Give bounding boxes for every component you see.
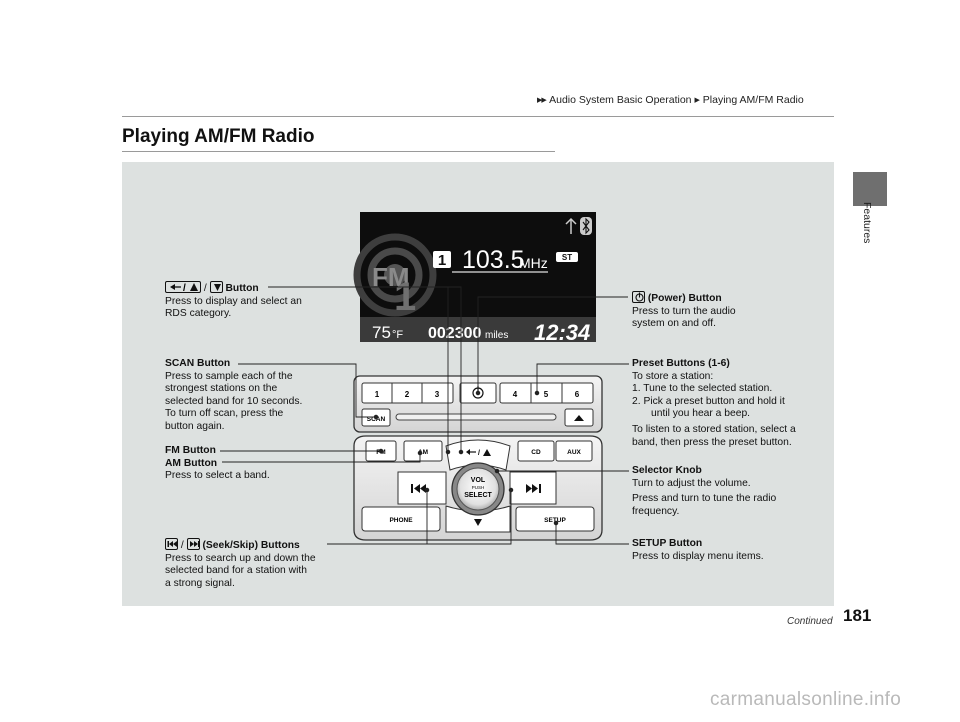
seek-back-button-icon — [165, 538, 178, 550]
back-rds-icon[interactable]: / — [466, 449, 491, 457]
leader-lines — [220, 286, 629, 545]
fm-am-desc: Press to select a band. — [165, 470, 270, 482]
annotation-fm-am-buttons: FM Button AM Button Press to select a ba… — [165, 445, 325, 483]
preset-button-5[interactable]: 5 — [544, 390, 549, 399]
annotation-rds-button: / / Button Press to display and select a… — [165, 281, 335, 321]
title-rule — [122, 151, 555, 152]
svg-text:/: / — [183, 283, 186, 293]
svg-text:/: / — [478, 450, 480, 457]
display-temp-unit: °F — [392, 329, 403, 341]
rds-separator: / — [203, 283, 207, 294]
seek-title: (Seek/Skip) Buttons — [202, 540, 300, 551]
continued-label: Continued — [787, 616, 833, 627]
usb-icon — [565, 217, 577, 234]
scan-button[interactable]: SCAN — [367, 416, 386, 423]
display-clock: 12:34 — [534, 320, 590, 345]
preset-title: Preset Buttons (1-6) — [632, 358, 730, 369]
display-band-number: 1 — [394, 275, 416, 319]
annotation-seek-buttons: / (Seek/Skip) Buttons Press to search up… — [165, 538, 345, 590]
display-stereo-badge: ST — [562, 253, 572, 262]
rds-desc-2: RDS category. — [165, 308, 232, 320]
annotation-scan-button: SCAN Button Press to sample each of the … — [165, 358, 345, 434]
preset-step-2-cont: until you hear a beep. — [651, 408, 751, 420]
section-tab[interactable] — [853, 172, 887, 206]
display-frequency-unit: MHz — [519, 255, 548, 271]
display-temp-value: 75 — [372, 323, 391, 342]
aux-button[interactable]: AUX — [567, 449, 581, 456]
preset-step-1: 1. Tune to the selected station. — [632, 383, 773, 395]
scan-desc-5: button again. — [165, 420, 225, 432]
setup-desc: Press to display menu items. — [632, 550, 764, 562]
knob-vol-label: VOL — [471, 477, 486, 484]
power-title: (Power) Button — [647, 293, 722, 304]
preset-intro: To store a station: — [632, 370, 714, 382]
seek-back-icon[interactable] — [411, 484, 426, 493]
setup-button[interactable]: SETUP — [544, 517, 566, 524]
annotation-power-button: (Power) Button Press to turn the audio s… — [632, 291, 792, 331]
rds-title: Button — [225, 283, 259, 294]
preset-button-3[interactable]: 3 — [435, 390, 440, 399]
setup-title: SETUP Button — [632, 538, 703, 549]
breadcrumb: ▶▶ Audio System Basic Operation ▶ Playin… — [537, 94, 804, 106]
breadcrumb-arrow-icon: ▶ — [694, 97, 699, 104]
phone-button[interactable]: PHONE — [389, 517, 413, 524]
page-number: 181 — [843, 606, 872, 625]
selector-desc-3: frequency. — [632, 505, 680, 517]
preset-button-4[interactable]: 4 — [513, 390, 518, 399]
annotation-setup-button: SETUP Button Press to display menu items… — [632, 538, 812, 563]
seek-forward-button-icon — [186, 538, 200, 550]
selector-title: Selector Knob — [632, 465, 702, 476]
back-rds-button-icon: / — [165, 281, 201, 293]
bluetooth-icon — [580, 217, 592, 235]
scan-desc-4: To turn off scan, press the — [165, 408, 284, 420]
am-title: AM Button — [165, 457, 218, 469]
seek-desc-1: Press to search up and down the — [165, 552, 316, 564]
eject-icon[interactable] — [574, 415, 584, 421]
breadcrumb-arrow-icon: ▶▶ — [537, 97, 547, 104]
scan-title: SCAN Button — [165, 358, 231, 369]
selector-desc-2: Press and turn to tune the radio — [632, 493, 777, 505]
preset-step-2: 2. Pick a preset button and hold it — [632, 395, 785, 407]
down-arrow-icon[interactable] — [474, 519, 482, 526]
breadcrumb-item-page[interactable]: Playing AM/FM Radio — [702, 94, 804, 106]
knob-select-label[interactable]: SELECT — [464, 492, 492, 499]
preset-outro-1: To listen to a stored station, select a — [632, 423, 796, 435]
header-rule — [122, 116, 834, 117]
knob-push-label: PUSH — [472, 485, 485, 490]
power-desc-1: Press to turn the audio — [632, 305, 736, 317]
display-preset: 1 — [438, 252, 446, 269]
watermark: carmanualsonline.info — [710, 689, 902, 710]
am-button[interactable]: AM — [418, 449, 428, 456]
down-button-icon — [209, 281, 223, 293]
rds-desc-1: Press to display and select an — [165, 295, 302, 307]
display-odometer: 002300 — [428, 325, 481, 342]
power-button-icon — [632, 291, 645, 303]
selector-desc-1: Turn to adjust the volume. — [632, 477, 751, 489]
page-title: Playing AM/FM Radio — [122, 126, 315, 147]
scan-desc-3: selected band for 10 seconds. — [165, 395, 303, 407]
power-desc-2: system on and off. — [632, 318, 716, 330]
cd-button[interactable]: CD — [531, 449, 541, 456]
preset-outro-2: band, then press the preset button. — [632, 436, 792, 448]
breadcrumb-item-section[interactable]: Audio System Basic Operation — [549, 94, 692, 106]
seek-desc-3: a strong signal. — [165, 577, 235, 589]
scan-desc-1: Press to sample each of the — [165, 370, 293, 382]
display-odometer-unit: miles — [485, 330, 508, 341]
preset-button-2[interactable]: 2 — [405, 390, 410, 399]
scan-desc-2: strongest stations on the — [165, 383, 278, 395]
seek-desc-2: selected band for a station with — [165, 565, 307, 577]
seek-forward-icon[interactable] — [526, 484, 541, 493]
annotation-selector-knob: Selector Knob Turn to adjust the volume.… — [632, 465, 812, 518]
preset-button-1[interactable]: 1 — [375, 390, 380, 399]
seek-separator: / — [180, 540, 184, 551]
annotation-preset-buttons: Preset Buttons (1-6) To store a station:… — [632, 358, 832, 449]
radio-display: FM 1 1 103.5 MHz ST 75 °F 002300 miles 1… — [353, 212, 596, 345]
fm-title: FM Button — [165, 445, 216, 456]
preset-button-6[interactable]: 6 — [575, 390, 580, 399]
display-frequency: 103.5 — [462, 246, 525, 274]
